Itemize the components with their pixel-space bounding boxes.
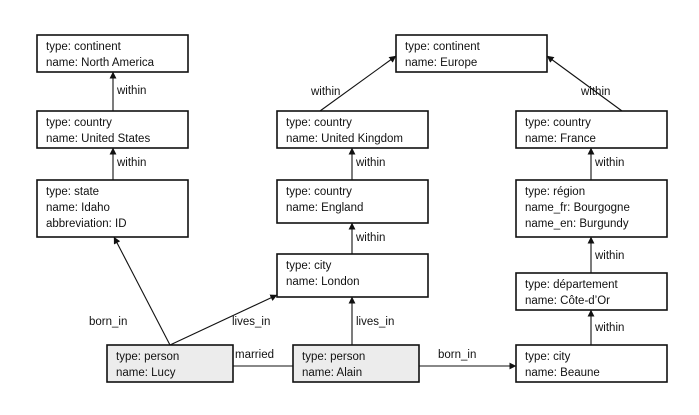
- node-box: [276, 110, 429, 149]
- edge-lucy-to-idaho: [113, 236, 171, 346]
- node-united-states: type: country name: United States: [36, 110, 189, 149]
- node-box: [515, 179, 668, 238]
- node-label-line: name: North America: [46, 57, 155, 69]
- edge-label-married: married: [235, 349, 274, 361]
- node-label-line: name_en: Burgundy: [525, 218, 629, 230]
- node-label-line: name: Europe: [405, 57, 477, 69]
- node-label-line: type: country: [286, 186, 352, 198]
- node-label-line: type: city: [286, 260, 332, 272]
- node-label-line: abbreviation: ID: [46, 218, 127, 230]
- node-label-line: type: country: [46, 117, 112, 129]
- node-cote-dor: type: département name: Côte-d’Or: [515, 272, 668, 311]
- edge-label-within: within: [580, 86, 610, 98]
- edge-label-within: within: [116, 85, 146, 97]
- edge-label-within: within: [116, 157, 146, 169]
- edge-label-born-in: born_in: [89, 316, 127, 328]
- node-label-line: name: England: [286, 202, 363, 214]
- node-box: [292, 344, 420, 383]
- node-label-line: name: Idaho: [46, 202, 110, 214]
- edge-label-born-in: born_in: [438, 349, 476, 361]
- node-label-line: name: United States: [46, 133, 150, 145]
- node-label-line: name: Côte-d’Or: [525, 295, 610, 307]
- node-label-line: type: person: [116, 351, 179, 363]
- node-england: type: country name: England: [276, 179, 429, 224]
- node-box: [515, 272, 668, 311]
- edge-label-within: within: [355, 157, 385, 169]
- edge-label-lives-in: lives_in: [356, 316, 394, 328]
- edge-lucy-to-london: [169, 294, 278, 346]
- node-label-line: type: continent: [405, 41, 481, 53]
- node-box: [515, 110, 668, 149]
- node-north-america: type: continent name: North America: [36, 34, 189, 73]
- node-bourgogne: type: région name_fr: Bourgogne name_en: B…: [515, 179, 668, 238]
- node-box: [395, 34, 548, 73]
- node-box: [36, 110, 189, 149]
- edge-united-kingdom-to-europe: [319, 55, 397, 112]
- edge-label-lives-in: lives_in: [232, 316, 270, 328]
- node-lucy: type: person name: Lucy: [106, 344, 234, 383]
- edge-label-within: within: [310, 86, 340, 98]
- node-europe: type: continent name: Europe: [395, 34, 548, 73]
- edge-label-within: within: [594, 157, 624, 169]
- node-beaune: type: city name: Beaune: [515, 344, 668, 383]
- node-label-line: type: country: [525, 117, 591, 129]
- node-idaho: type: state name: Idaho abbreviation: ID: [36, 179, 189, 238]
- node-label-line: name: London: [286, 276, 360, 288]
- node-label-line: name: Alain: [302, 367, 362, 379]
- node-label-line: type: région: [525, 186, 585, 198]
- edge-labels-layer: within within within within within within with…: [89, 85, 624, 361]
- node-alain: type: person name: Alain: [292, 344, 420, 383]
- node-box: [106, 344, 234, 383]
- edge-france-to-europe: [546, 55, 623, 112]
- node-label-line: name: Beaune: [525, 367, 600, 379]
- edge-label-within: within: [355, 232, 385, 244]
- node-box: [515, 344, 668, 383]
- node-london: type: city name: London: [276, 253, 429, 298]
- node-label-line: type: country: [286, 117, 352, 129]
- node-box: [276, 253, 429, 298]
- edge-label-within: within: [594, 250, 624, 262]
- node-label-line: type: state: [46, 186, 99, 198]
- node-box: [36, 179, 189, 238]
- node-label-line: name: France: [525, 133, 596, 145]
- node-label-line: name_fr: Bourgogne: [525, 202, 630, 214]
- node-france: type: country name: France: [515, 110, 668, 149]
- node-box: [36, 34, 189, 73]
- edge-label-within: within: [594, 322, 624, 334]
- node-label-line: type: city: [525, 351, 571, 363]
- node-label-line: name: Lucy: [116, 367, 176, 379]
- node-label-line: type: continent: [46, 41, 122, 53]
- edges-layer: [109, 55, 623, 370]
- node-label-line: name: United Kingdom: [286, 133, 403, 145]
- node-united-kingdom: type: country name: United Kingdom: [276, 110, 429, 149]
- node-box: [276, 179, 429, 224]
- node-label-line: type: département: [525, 279, 619, 291]
- node-label-line: type: person: [302, 351, 365, 363]
